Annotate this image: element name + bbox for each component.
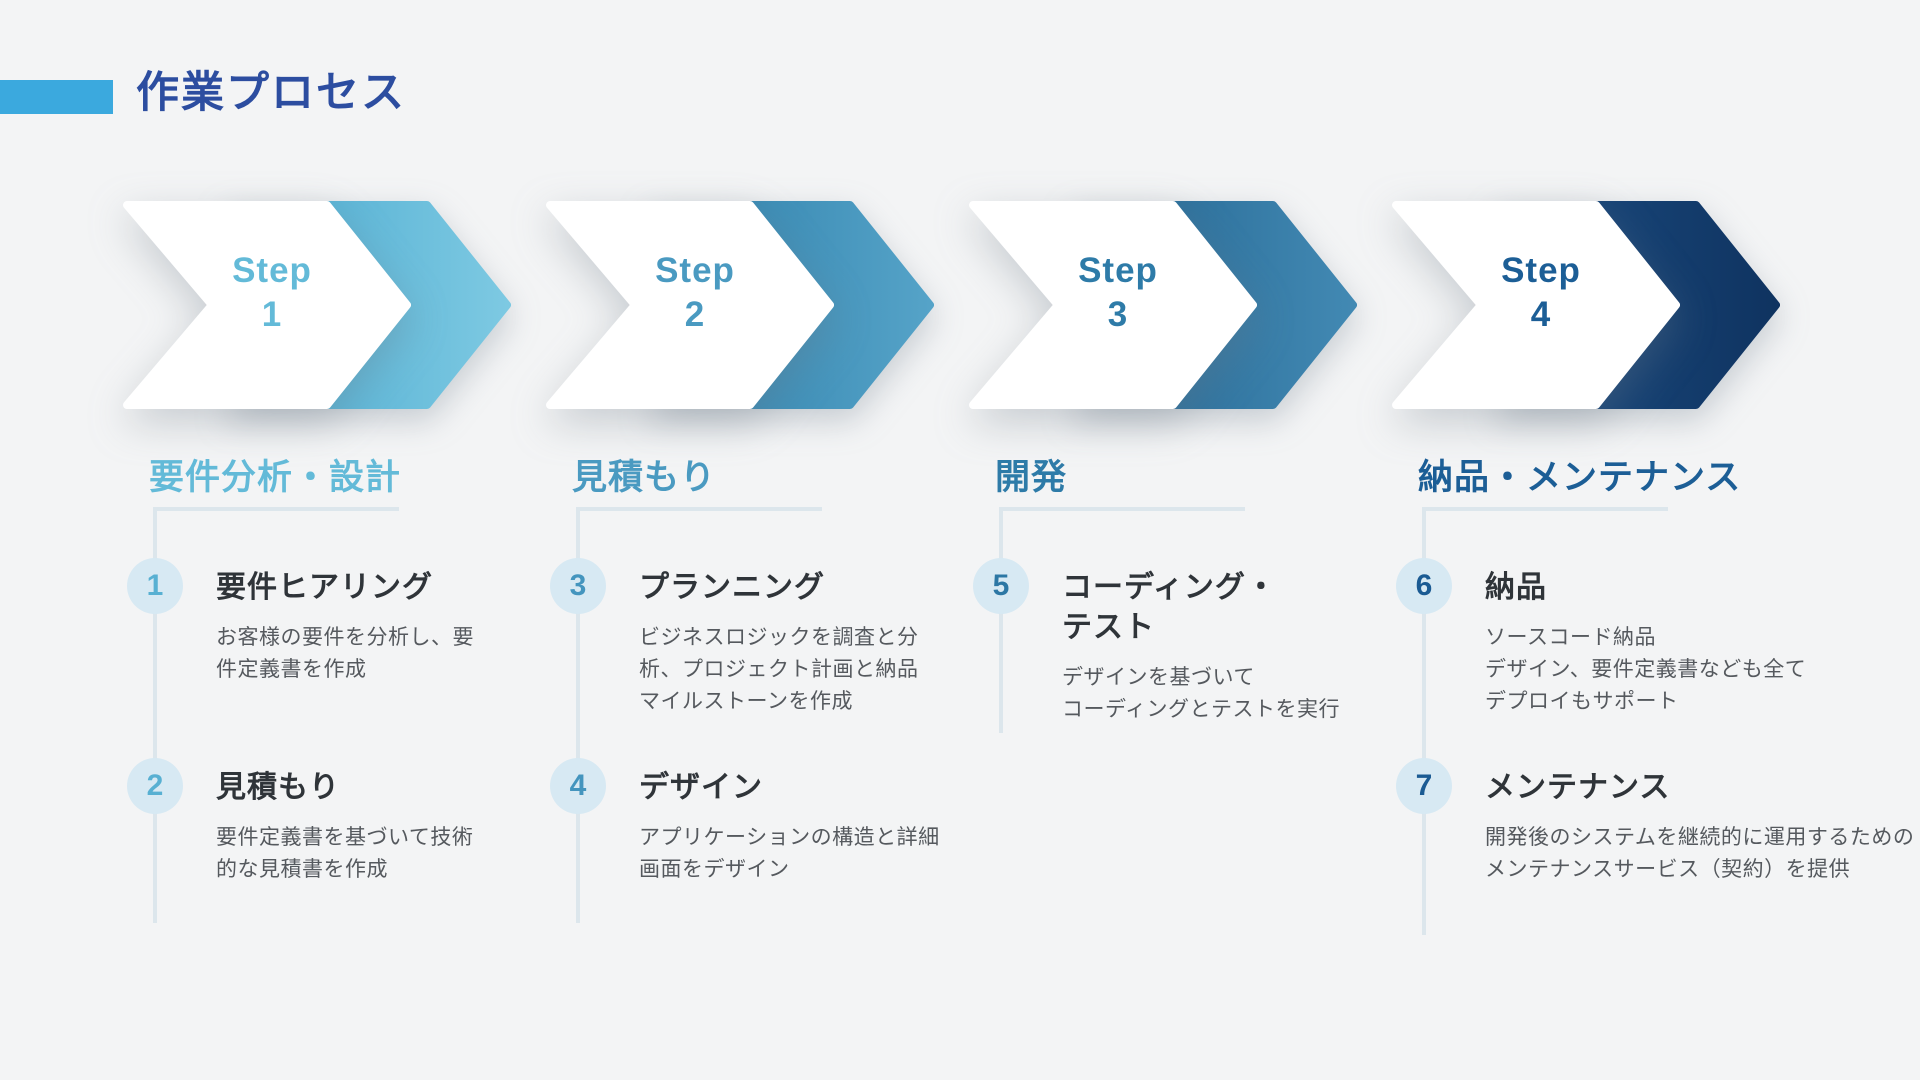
item-texts: 納品 ソースコード納品デザイン、要件定義書なども全てデプロイもサポート xyxy=(1485,558,1806,718)
step-arrow-icon xyxy=(969,201,1357,409)
process-item: 4 デザイン アプリケーションの構造と詳細画面をデザイン xyxy=(550,758,940,886)
process-item: 7 メンテナンス 開発後のシステムを継続的に運用するためのメンテナンスサービス（… xyxy=(1396,758,1914,886)
chevron-white xyxy=(969,201,1257,409)
item-number-badge: 7 xyxy=(1396,758,1452,814)
item-texts: プランニング ビジネスロジックを調査と分析、プロジェクト計画と納品マイルストーン… xyxy=(639,558,919,718)
item-description: デザインを基づいてコーディングとテストを実行 xyxy=(1062,666,1341,721)
item-number-badge: 1 xyxy=(127,558,183,614)
item-title: コーディング・テスト xyxy=(1062,571,1277,644)
step-word: Step xyxy=(655,251,735,290)
item-description: お客様の要件を分析し、要件定義書を作成 xyxy=(216,626,474,681)
step-label: Step 3 xyxy=(1033,249,1203,337)
section-header: 開発 xyxy=(995,458,1068,497)
section-header: 納品・メンテナンス xyxy=(1418,458,1742,497)
item-title: プランニング xyxy=(639,571,825,604)
item-title: 要件ヒアリング xyxy=(216,571,433,604)
step-word: Step xyxy=(232,251,312,290)
step-column-1: Step 1 要件分析・設計 1 要件ヒアリング お客様の要件を分析し、要件定義… xyxy=(123,201,550,1080)
step-number: 3 xyxy=(1107,295,1129,334)
item-description: 開発後のシステムを継続的に運用するためのメンテナンスサービス（契約）を提供 xyxy=(1485,826,1915,881)
item-title: 納品 xyxy=(1485,571,1547,604)
step-number: 2 xyxy=(684,295,706,334)
section-header: 要件分析・設計 xyxy=(149,458,402,497)
item-number-badge: 2 xyxy=(127,758,183,814)
page-title: 作業プロセス xyxy=(136,69,406,117)
section-header: 見積もり xyxy=(572,458,717,497)
step-column-2: Step 2 見積もり 3 プランニング ビジネスロジックを調査と分析、プロジェ… xyxy=(546,201,973,1080)
item-description: ソースコード納品デザイン、要件定義書なども全てデプロイもサポート xyxy=(1485,626,1807,713)
item-number-badge: 3 xyxy=(550,558,606,614)
connector-line xyxy=(153,507,399,923)
process-item: 1 要件ヒアリング お客様の要件を分析し、要件定義書を作成 xyxy=(127,558,474,686)
step-label: Step 1 xyxy=(187,249,357,337)
item-number-badge: 6 xyxy=(1396,558,1452,614)
item-title: デザイン xyxy=(639,771,763,804)
title-accent-bar xyxy=(0,80,113,114)
connector-line xyxy=(576,507,822,923)
item-title: 見積もり xyxy=(216,771,340,804)
item-texts: 見積もり 要件定義書を基づいて技術的な見積書を作成 xyxy=(216,758,473,886)
item-description: ビジネスロジックを調査と分析、プロジェクト計画と納品マイルストーンを作成 xyxy=(639,626,919,713)
item-number-badge: 4 xyxy=(550,758,606,814)
process-item: 2 見積もり 要件定義書を基づいて技術的な見積書を作成 xyxy=(127,758,473,886)
step-arrow-icon xyxy=(1392,201,1780,409)
step-word: Step xyxy=(1078,251,1158,290)
item-texts: デザイン アプリケーションの構造と詳細画面をデザイン xyxy=(639,758,940,886)
item-description: 要件定義書を基づいて技術的な見積書を作成 xyxy=(216,826,474,881)
step-label: Step 2 xyxy=(610,249,780,337)
process-item: 5 コーディング・テスト デザインを基づいてコーディングとテストを実行 xyxy=(973,558,1340,726)
item-description: アプリケーションの構造と詳細画面をデザイン xyxy=(639,826,940,881)
item-title: メンテナンス xyxy=(1485,771,1671,804)
chevron-white xyxy=(1392,201,1680,409)
chevron-white xyxy=(123,201,411,409)
chevron-white xyxy=(546,201,834,409)
process-item: 3 プランニング ビジネスロジックを調査と分析、プロジェクト計画と納品マイルスト… xyxy=(550,558,919,718)
connector-line xyxy=(999,507,1245,733)
item-texts: メンテナンス 開発後のシステムを継続的に運用するためのメンテナンスサービス（契約… xyxy=(1485,758,1914,886)
item-texts: コーディング・テスト デザインを基づいてコーディングとテストを実行 xyxy=(1062,558,1340,726)
step-number: 1 xyxy=(261,295,283,334)
connector-line xyxy=(1422,507,1668,935)
step-number: 4 xyxy=(1530,295,1552,334)
item-texts: 要件ヒアリング お客様の要件を分析し、要件定義書を作成 xyxy=(216,558,474,686)
step-column-3: Step 3 開発 5 コーディング・テスト デザインを基づいてコーディングとテ… xyxy=(969,201,1396,1080)
step-arrow-icon xyxy=(546,201,934,409)
step-arrow-icon xyxy=(123,201,511,409)
step-word: Step xyxy=(1501,251,1581,290)
step-label: Step 4 xyxy=(1456,249,1626,337)
process-item: 6 納品 ソースコード納品デザイン、要件定義書なども全てデプロイもサポート xyxy=(1396,558,1806,718)
step-column-4: Step 4 納品・メンテナンス 6 納品 ソースコード納品デザイン、要件定義書… xyxy=(1392,201,1914,1080)
item-number-badge: 5 xyxy=(973,558,1029,614)
